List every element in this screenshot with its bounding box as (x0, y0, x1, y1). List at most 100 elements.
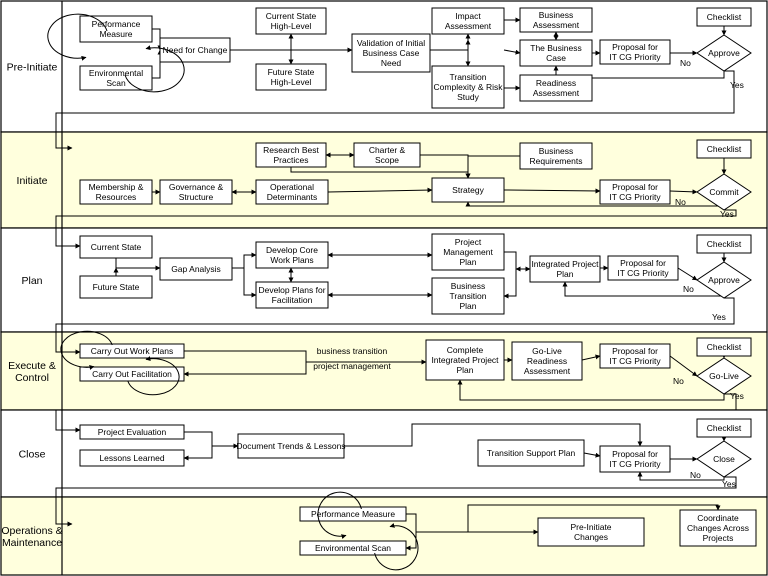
node-text-doctrend: Document Trends & Lessons (236, 441, 345, 451)
node-charter: Charter &Scope (353, 142, 421, 168)
node-text-check3: Checklist (707, 239, 742, 249)
edge-label-pmlabel: project management (313, 361, 391, 371)
edge-53 (583, 452, 601, 458)
node-approve3: Approve (696, 261, 752, 299)
edge-label-yes2: Yes (720, 209, 734, 219)
node-member: Membership &Resources (79, 179, 153, 205)
node-text-commit: Commit (709, 187, 739, 197)
node-text-strategy: Strategy (452, 185, 484, 195)
edge-35 (503, 251, 517, 299)
node-text-gov: Governance &Structure (169, 182, 224, 202)
edge-27 (55, 209, 737, 249)
node-text-member: Membership &Resources (89, 182, 144, 202)
node-text-perf2: Performance Measure (311, 509, 395, 519)
node-text-need: Need for Change (163, 45, 228, 55)
node-perf2: Performance Measure (299, 506, 407, 522)
edge-18 (465, 155, 520, 179)
node-approve1: Approve (696, 34, 752, 72)
edge-41 (55, 297, 735, 355)
edge-label-no2: No (675, 197, 686, 207)
edge-58 (405, 513, 417, 551)
node-text-check1: Checklist (707, 12, 742, 22)
node-text-check5: Checklist (707, 423, 742, 433)
edge-22 (327, 187, 433, 193)
edge-50 (183, 431, 213, 461)
node-gap: Gap Analysis (159, 257, 233, 281)
edge-label-no4: No (673, 376, 684, 386)
edge-7 (503, 49, 521, 55)
cycle-icon-operations (317, 491, 419, 571)
node-text-env2: Environmental Scan (315, 543, 391, 553)
lane-label-ops: Operations &Maintenance (1, 525, 62, 549)
node-text-futstate: Future State (93, 282, 140, 292)
node-text-check2: Checklist (707, 144, 742, 154)
edge-31 (243, 268, 257, 298)
edge-52 (344, 423, 643, 447)
node-need: Need for Change (159, 37, 231, 63)
edge-38 (677, 267, 698, 281)
node-commit: Commit (696, 173, 752, 211)
edge-30 (232, 252, 257, 269)
edge-label-btlabel: business transition (317, 346, 388, 356)
edge-label-no1: No (680, 58, 691, 68)
edge-48 (457, 379, 725, 401)
edge-46 (669, 355, 698, 377)
node-text-gap: Gap Analysis (171, 264, 221, 274)
cycle-icon-execute (60, 330, 180, 396)
node-text-check4: Checklist (707, 342, 742, 352)
lane-label-exec: Execute &Control (8, 360, 56, 384)
node-strategy: Strategy (431, 177, 505, 203)
node-text-carryfac: Carry Out Facilitation (92, 369, 172, 379)
edge-label-no3: No (683, 284, 694, 294)
node-lessons: Lessons Learned (79, 449, 185, 467)
node-carrywp: Carry Out Work Plans (79, 343, 185, 359)
node-text-carrywp: Carry Out Work Plans (91, 346, 174, 356)
edge-label-yes5: Yes (722, 479, 736, 489)
node-check4: Checklist (696, 337, 752, 357)
edge-56 (637, 471, 725, 481)
lane-label-pre: Pre-Initiate (7, 62, 58, 74)
node-gov: Governance &Structure (159, 179, 233, 205)
node-futstate: Future State (79, 275, 153, 299)
node-text-golive: Go-Live (709, 371, 739, 381)
node-carryfac: Carry Out Facilitation (79, 366, 185, 382)
node-golive: Go-Live (696, 357, 752, 395)
node-check2: Checklist (696, 139, 752, 159)
